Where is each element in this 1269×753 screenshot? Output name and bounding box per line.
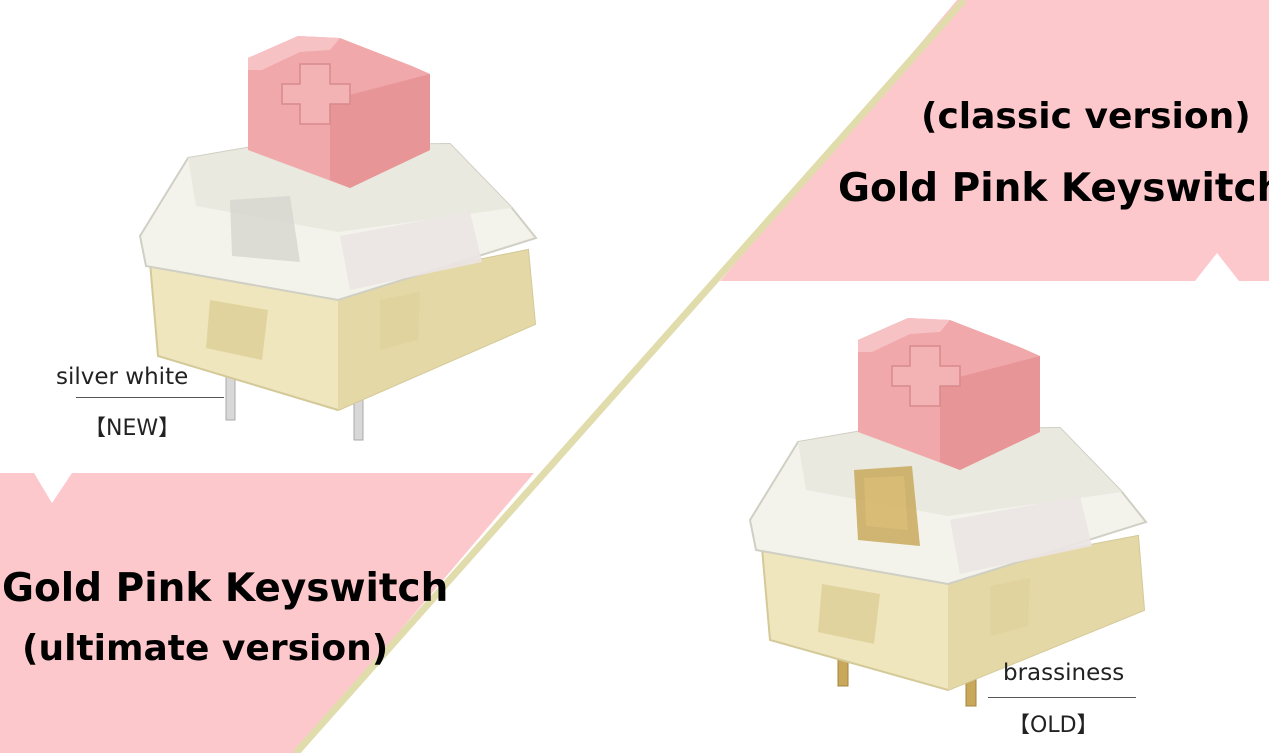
bottom-pink-panel bbox=[0, 473, 534, 753]
switch-new-image bbox=[138, 36, 538, 441]
old-tag: 【OLD】 bbox=[1008, 713, 1099, 738]
bottom-title: Gold Pink Keyswitch bbox=[2, 566, 449, 611]
top-title: Gold Pink Keyswitch bbox=[838, 166, 1269, 211]
new-label-divider bbox=[76, 397, 224, 398]
top-pink-panel bbox=[720, 0, 1269, 281]
top-subtitle: (classic version) bbox=[921, 96, 1251, 137]
switch-old-image bbox=[748, 318, 1148, 707]
new-material-label: silver white bbox=[56, 364, 189, 390]
diagonal-divider bbox=[293, 0, 967, 753]
new-tag: 【NEW】 bbox=[84, 416, 181, 441]
old-material-label: brassiness bbox=[1003, 660, 1125, 686]
old-label-divider bbox=[988, 697, 1136, 698]
bottom-subtitle: (ultimate version) bbox=[22, 628, 389, 669]
